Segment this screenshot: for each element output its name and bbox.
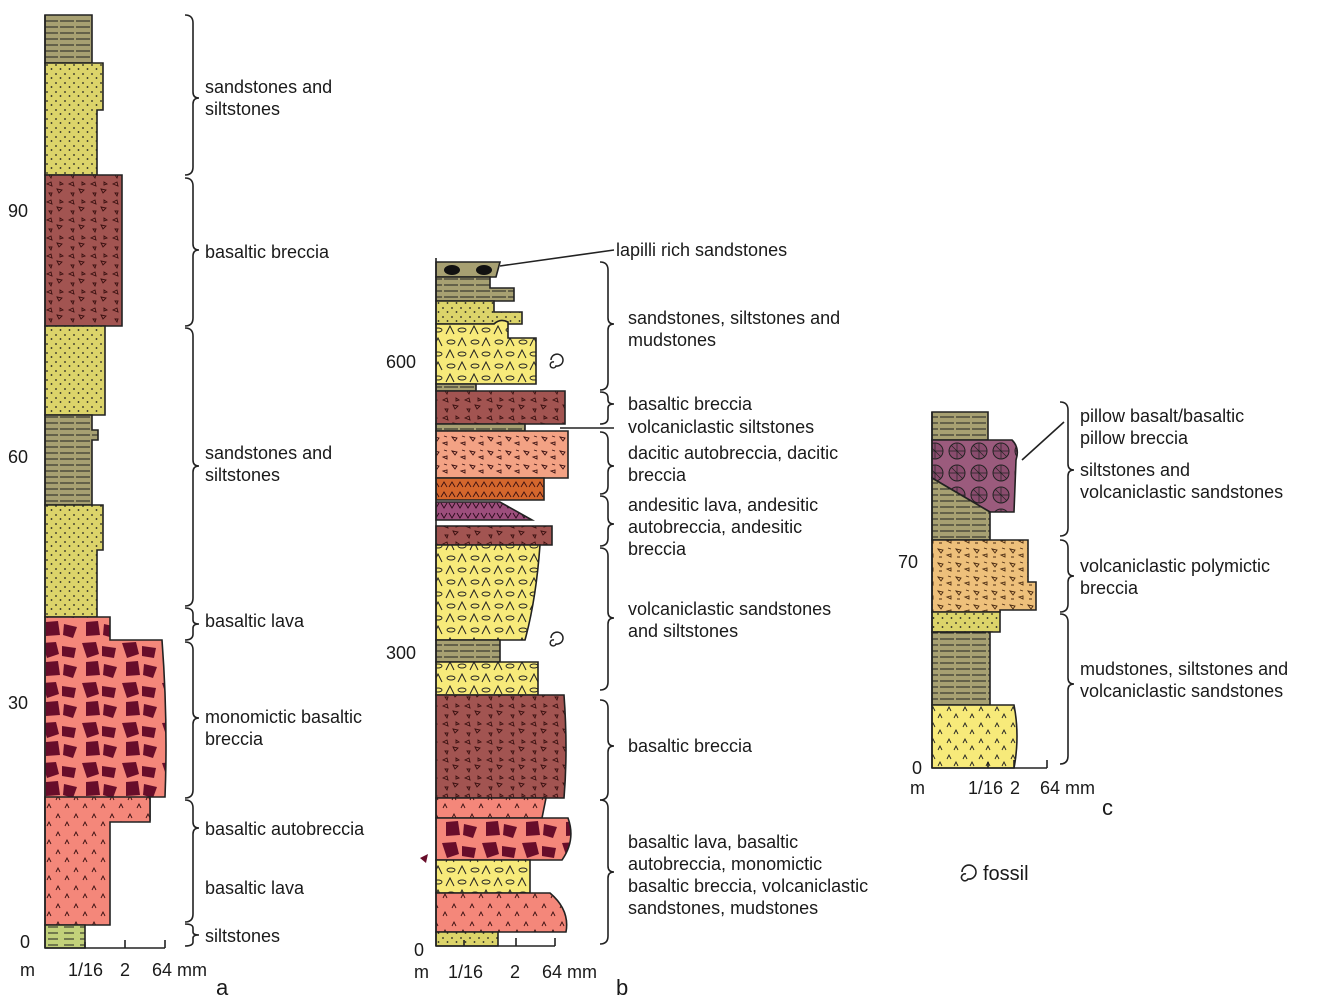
column-a-unit-label-7: basaltic lava xyxy=(205,877,304,899)
column-a-tick-60: 60 xyxy=(8,447,28,467)
column-c-volcaniclastic-sandstone xyxy=(932,705,1017,768)
column-b-unit-label-3: basaltic breccia xyxy=(628,393,752,415)
column-b-unit-label: m xyxy=(414,962,429,982)
column-a-monomictic-breccia xyxy=(45,617,166,820)
column-a-scale-1-16: 1/16 xyxy=(68,960,103,980)
column-b-unit-label-7: volcaniclastic sandstones and siltstones xyxy=(628,598,831,642)
column-a-scale-64mm: 64 mm xyxy=(152,960,207,980)
panel-letter-a: a xyxy=(216,976,228,1000)
column-a-siltstone-middle xyxy=(45,415,98,505)
panel-letter-b: b xyxy=(616,976,628,1000)
column-b-unit-label-9: basaltic lava, basaltic autobreccia, mon… xyxy=(628,831,868,919)
column-c-tick-0: 0 xyxy=(912,758,922,778)
column-c-unit-label-1: pillow basalt/basaltic pillow breccia xyxy=(1080,405,1244,449)
column-a-unit-label-1: sandstones and siltstones xyxy=(205,76,332,120)
column-b-scale-1-16: 1/16 xyxy=(448,962,483,982)
column-c-unit-label-2: siltstones and volcaniclastic sandstones xyxy=(1080,459,1283,503)
column-b-tick-600: 600 xyxy=(386,352,416,372)
column-b-unit-label-2: sandstones, siltstones and mudstones xyxy=(628,307,840,351)
column-b-sandstone-upper xyxy=(436,320,536,384)
column-a-scale-2: 2 xyxy=(120,960,130,980)
column-a-top-siltstone xyxy=(45,15,92,63)
column-a-tick-30: 30 xyxy=(8,693,28,713)
column-a-basaltic-lava xyxy=(45,797,150,925)
column-a-basaltic-breccia xyxy=(45,175,122,326)
column-b-braces xyxy=(600,262,614,944)
column-c-polymictic-breccia xyxy=(932,540,1036,612)
column-a-tick-0: 0 xyxy=(20,932,30,952)
column-c-unit-label: m xyxy=(910,778,925,798)
column-b-basaltic-lava xyxy=(436,893,567,932)
column-a-braces xyxy=(185,15,199,946)
column-a-unit-label: m xyxy=(20,960,35,980)
column-c-siltstone-top xyxy=(932,412,988,440)
column-b-andesitic-autobreccia xyxy=(436,502,532,520)
column-a-unit-label-3: sandstones and siltstones xyxy=(205,442,332,486)
column-b-volcaniclastic-sandstone xyxy=(436,545,540,640)
column-c-scale-1-16: 1/16 xyxy=(968,778,1003,798)
column-b-unit-label-4: volcaniclastic siltstones xyxy=(628,416,814,438)
column-c-unit-label-3: volcaniclastic polymictic breccia xyxy=(1080,555,1270,599)
column-c-mudstones xyxy=(932,632,990,705)
column-c-unit-label-4: mudstones, siltstones and volcaniclastic… xyxy=(1080,658,1288,702)
column-a-sandstone-lower xyxy=(45,505,103,617)
column-b-unit-label-5: dacitic autobreccia, dacitic breccia xyxy=(628,442,838,486)
column-a-sandstone-middle xyxy=(45,326,105,415)
column-b-tick-0: 0 xyxy=(414,940,424,960)
column-c-braces xyxy=(1060,402,1074,764)
column-c-scale-64mm: 64 mm xyxy=(1040,778,1095,798)
legend-fossil-label: fossil xyxy=(983,863,1029,885)
column-b-andesitic-lava xyxy=(436,478,544,500)
panel-letter-c: c xyxy=(1102,796,1113,820)
column-a-unit-label-2: basaltic breccia xyxy=(205,241,329,263)
column-b-scale-2: 2 xyxy=(510,962,520,982)
column-a-basal-siltstone xyxy=(45,925,85,948)
legend-fossil-icon xyxy=(961,865,976,881)
column-b-unit-label-1: lapilli rich sandstones xyxy=(616,239,787,261)
column-a-unit-label-4: basaltic lava xyxy=(205,610,304,632)
column-b-tick-300: 300 xyxy=(386,643,416,663)
column-a-layers xyxy=(45,15,166,948)
column-b-layers xyxy=(420,262,571,946)
column-a-tick-90: 90 xyxy=(8,201,28,221)
column-b-scale-64mm: 64 mm xyxy=(542,962,597,982)
column-b-unit-label-6: andesitic lava, andesitic autobreccia, a… xyxy=(628,494,818,560)
column-a-sandstone-upper xyxy=(45,63,103,175)
column-c-layers xyxy=(932,412,1036,768)
column-a-unit-label-8: siltstones xyxy=(205,925,280,947)
column-b-unit-label-8: basaltic breccia xyxy=(628,735,752,757)
column-a-unit-label-5: monomictic basaltic breccia xyxy=(205,706,362,750)
column-a-unit-label-6: basaltic autobreccia xyxy=(205,818,364,840)
column-c-tick-70: 70 xyxy=(898,552,918,572)
column-c-scale-2: 2 xyxy=(1010,778,1020,798)
column-b-monomictic-breccia xyxy=(436,818,571,860)
column-b-basaltic-breccia-lower xyxy=(436,695,566,798)
column-b-dacitic-breccia xyxy=(436,431,568,478)
column-b-andesitic-breccia xyxy=(436,526,552,545)
column-b-basaltic-breccia-upper xyxy=(436,391,565,424)
